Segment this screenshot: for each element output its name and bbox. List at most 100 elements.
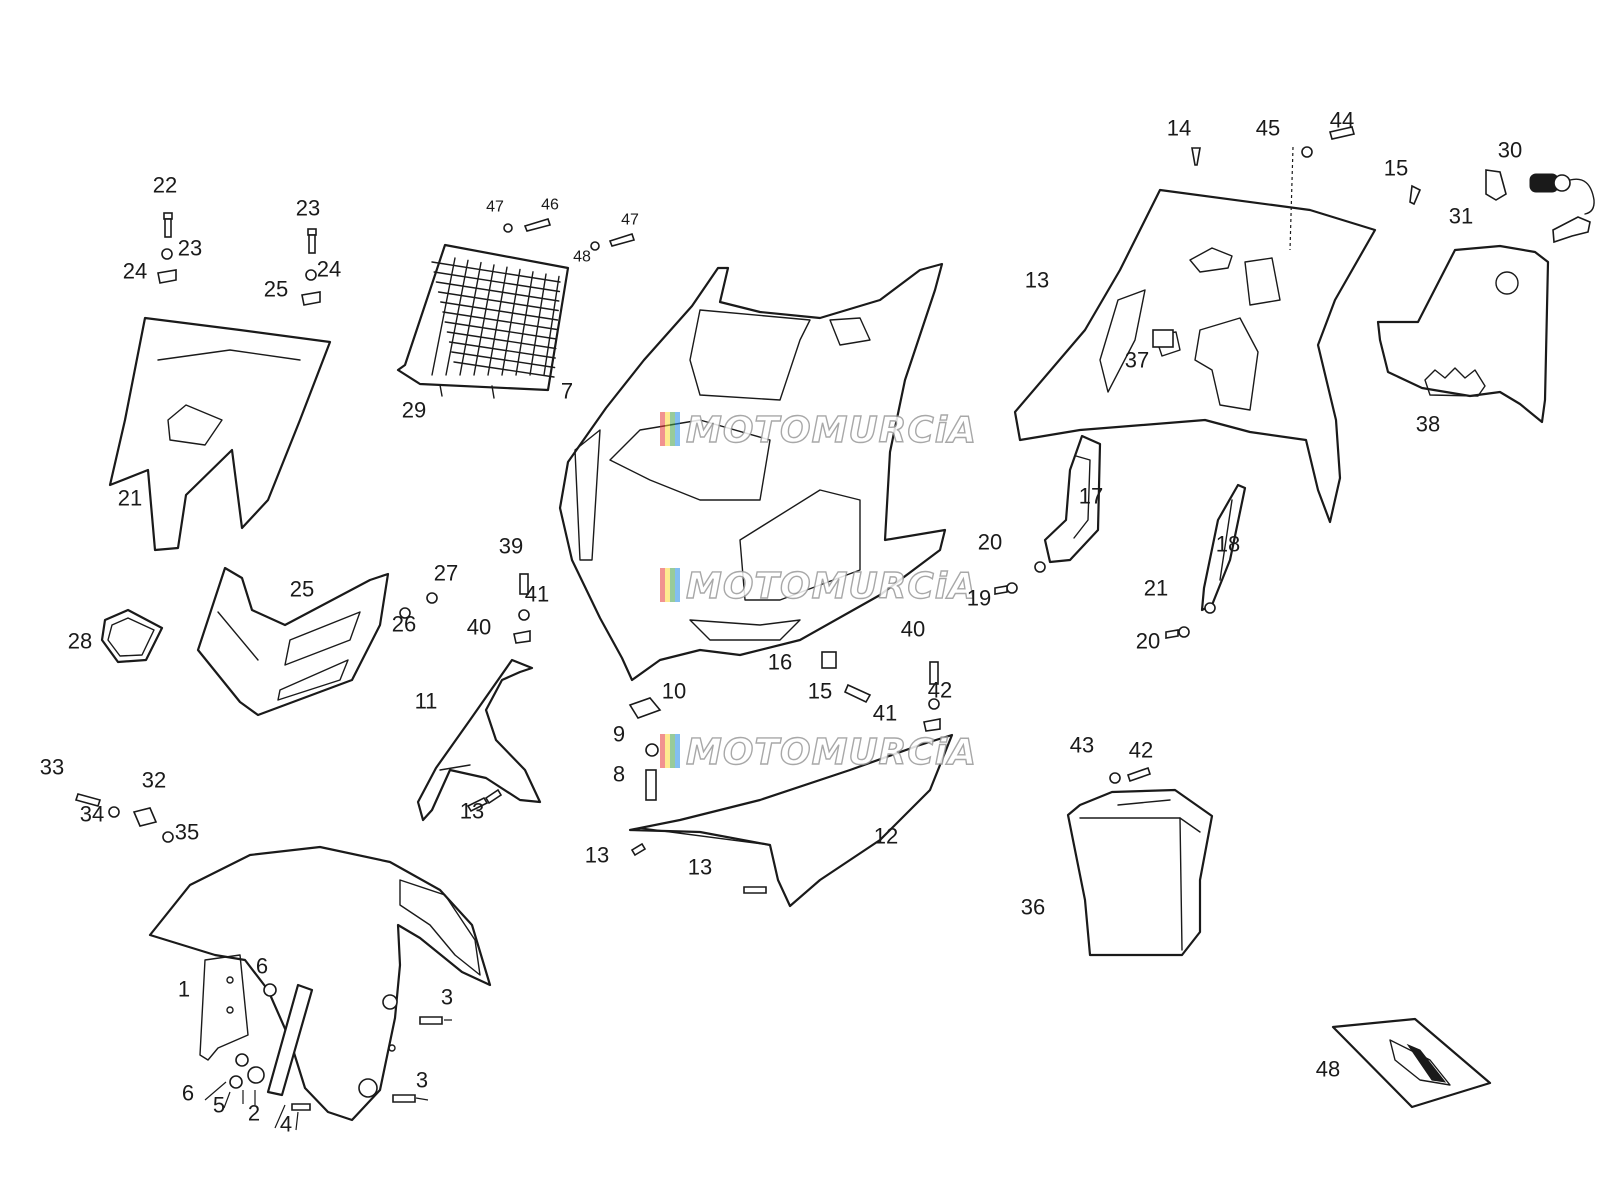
callout-label: 29 bbox=[402, 398, 426, 423]
watermark-logo: MOTOMURCiA bbox=[660, 565, 977, 608]
callout-label: 7 bbox=[561, 379, 573, 404]
callout-label: 13 bbox=[585, 843, 609, 868]
callout-label: 22 bbox=[153, 173, 177, 198]
callout-label: 14 bbox=[1167, 116, 1191, 141]
callout-label: 4 bbox=[280, 1112, 292, 1137]
callout-label: 15 bbox=[1384, 156, 1408, 181]
callout-label: 23 bbox=[296, 196, 320, 221]
callout-label: 16 bbox=[768, 650, 792, 675]
callout-label: 19 bbox=[967, 586, 991, 611]
callout-label: 42 bbox=[1129, 738, 1153, 763]
callout-label: 40 bbox=[467, 615, 491, 640]
callout-label: 6 bbox=[182, 1081, 194, 1106]
callout-label: 47 bbox=[486, 199, 504, 216]
callout-label: 48 bbox=[1316, 1057, 1340, 1082]
watermark-text: MOTOMURCiA bbox=[686, 732, 977, 773]
callout-label: 3 bbox=[416, 1068, 428, 1093]
callout-label: 17 bbox=[1079, 484, 1103, 509]
part-1-front-mudguard bbox=[148, 845, 492, 1122]
callout-label: 15 bbox=[808, 679, 832, 704]
hardware bbox=[74, 126, 1422, 1111]
callout-label: 5 bbox=[213, 1093, 225, 1118]
watermark-color-stripe bbox=[665, 412, 670, 446]
watermark-color-stripe bbox=[665, 734, 670, 768]
callout-label: 18 bbox=[1216, 532, 1240, 557]
callout-label: 13 bbox=[1025, 268, 1049, 293]
callout-label: 23 bbox=[178, 236, 202, 261]
callout-label: 41 bbox=[525, 582, 549, 607]
callout-label: 24 bbox=[317, 257, 341, 282]
part-38-clip bbox=[1152, 329, 1174, 348]
watermark-color-stripe bbox=[670, 568, 675, 602]
callout-label: 13 bbox=[460, 799, 484, 824]
callout-label: 45 bbox=[1256, 116, 1280, 141]
part-7-front-fairing bbox=[558, 262, 947, 682]
part-30-radiator-grille bbox=[396, 243, 570, 399]
leader-lines bbox=[204, 146, 1294, 1131]
callout-label: 43 bbox=[1070, 733, 1094, 758]
callout-label: 9 bbox=[613, 722, 625, 747]
watermark-color-stripe bbox=[675, 734, 680, 768]
callout-label: 37 bbox=[1125, 348, 1149, 373]
callout-label: 1 bbox=[178, 977, 190, 1002]
callout-label: 27 bbox=[434, 561, 458, 586]
callout-label: 46 bbox=[541, 197, 559, 214]
part-31-lock-set bbox=[1529, 173, 1595, 244]
callout-label: 10 bbox=[662, 679, 686, 704]
callout-label: 38 bbox=[1416, 412, 1440, 437]
callout-label: 39 bbox=[499, 534, 523, 559]
callout-label: 6 bbox=[256, 954, 268, 979]
callout-label: 42 bbox=[928, 678, 952, 703]
watermark-text: MOTOMURCiA bbox=[686, 410, 977, 451]
watermark-logo: MOTOMURCiA bbox=[660, 731, 977, 774]
part-26-nose-cover bbox=[196, 566, 390, 717]
callout-label: 32 bbox=[142, 768, 166, 793]
part-18-side-grille bbox=[1043, 434, 1102, 564]
part-49-decal-sheet bbox=[1331, 1017, 1492, 1109]
part-32-lock-plate bbox=[1485, 169, 1507, 201]
callout-label: 2 bbox=[248, 1101, 260, 1126]
callout-label: 8 bbox=[613, 762, 625, 787]
callout-label: 48 bbox=[573, 249, 591, 266]
callout-label: 33 bbox=[40, 755, 64, 780]
watermark-color-stripe bbox=[660, 568, 665, 602]
callout-label: 41 bbox=[873, 701, 897, 726]
callout-label: 26 bbox=[392, 612, 416, 637]
part-12-lower-panel bbox=[628, 733, 954, 908]
watermark-color-stripe bbox=[670, 734, 675, 768]
watermark-logo: MOTOMURCiA bbox=[660, 409, 977, 452]
watermark-color-stripe bbox=[670, 412, 675, 446]
callout-label: 12 bbox=[874, 824, 898, 849]
callout-label: 3 bbox=[441, 985, 453, 1010]
watermark-color-stripe bbox=[660, 734, 665, 768]
part-29-lens bbox=[100, 608, 164, 664]
callout-label: 35 bbox=[175, 820, 199, 845]
callout-label: 31 bbox=[1449, 204, 1473, 229]
callout-label: 36 bbox=[1021, 895, 1045, 920]
watermark-text: MOTOMURCiA bbox=[686, 566, 977, 607]
callout-label: 11 bbox=[415, 689, 438, 714]
part-14-inner-shield bbox=[1013, 188, 1377, 524]
watermark-color-stripe bbox=[675, 412, 680, 446]
part-37-battery-box bbox=[1066, 788, 1214, 957]
callout-label: 25 bbox=[290, 577, 314, 602]
watermark-color-stripe bbox=[665, 568, 670, 602]
watermark-logos: MOTOMURCiA MOTOMURCiA MOTOMURCiA bbox=[660, 409, 977, 774]
callout-label: 24 bbox=[123, 259, 147, 284]
callout-label: 20 bbox=[978, 530, 1002, 555]
callout-label: 25 bbox=[264, 277, 288, 302]
callout-label: 40 bbox=[901, 617, 925, 642]
callout-label: 20 bbox=[1136, 629, 1160, 654]
part-22-upper-cover bbox=[108, 316, 332, 552]
part-2-bracket bbox=[266, 983, 314, 1097]
callout-label: 21 bbox=[1144, 576, 1168, 601]
watermark-color-stripe bbox=[675, 568, 680, 602]
callout-label: 44 bbox=[1330, 108, 1354, 133]
watermark-color-stripe bbox=[660, 412, 665, 446]
callout-label: 13 bbox=[688, 855, 712, 880]
part-11-inner-panel bbox=[416, 658, 542, 822]
callout-label: 47 bbox=[621, 212, 639, 229]
